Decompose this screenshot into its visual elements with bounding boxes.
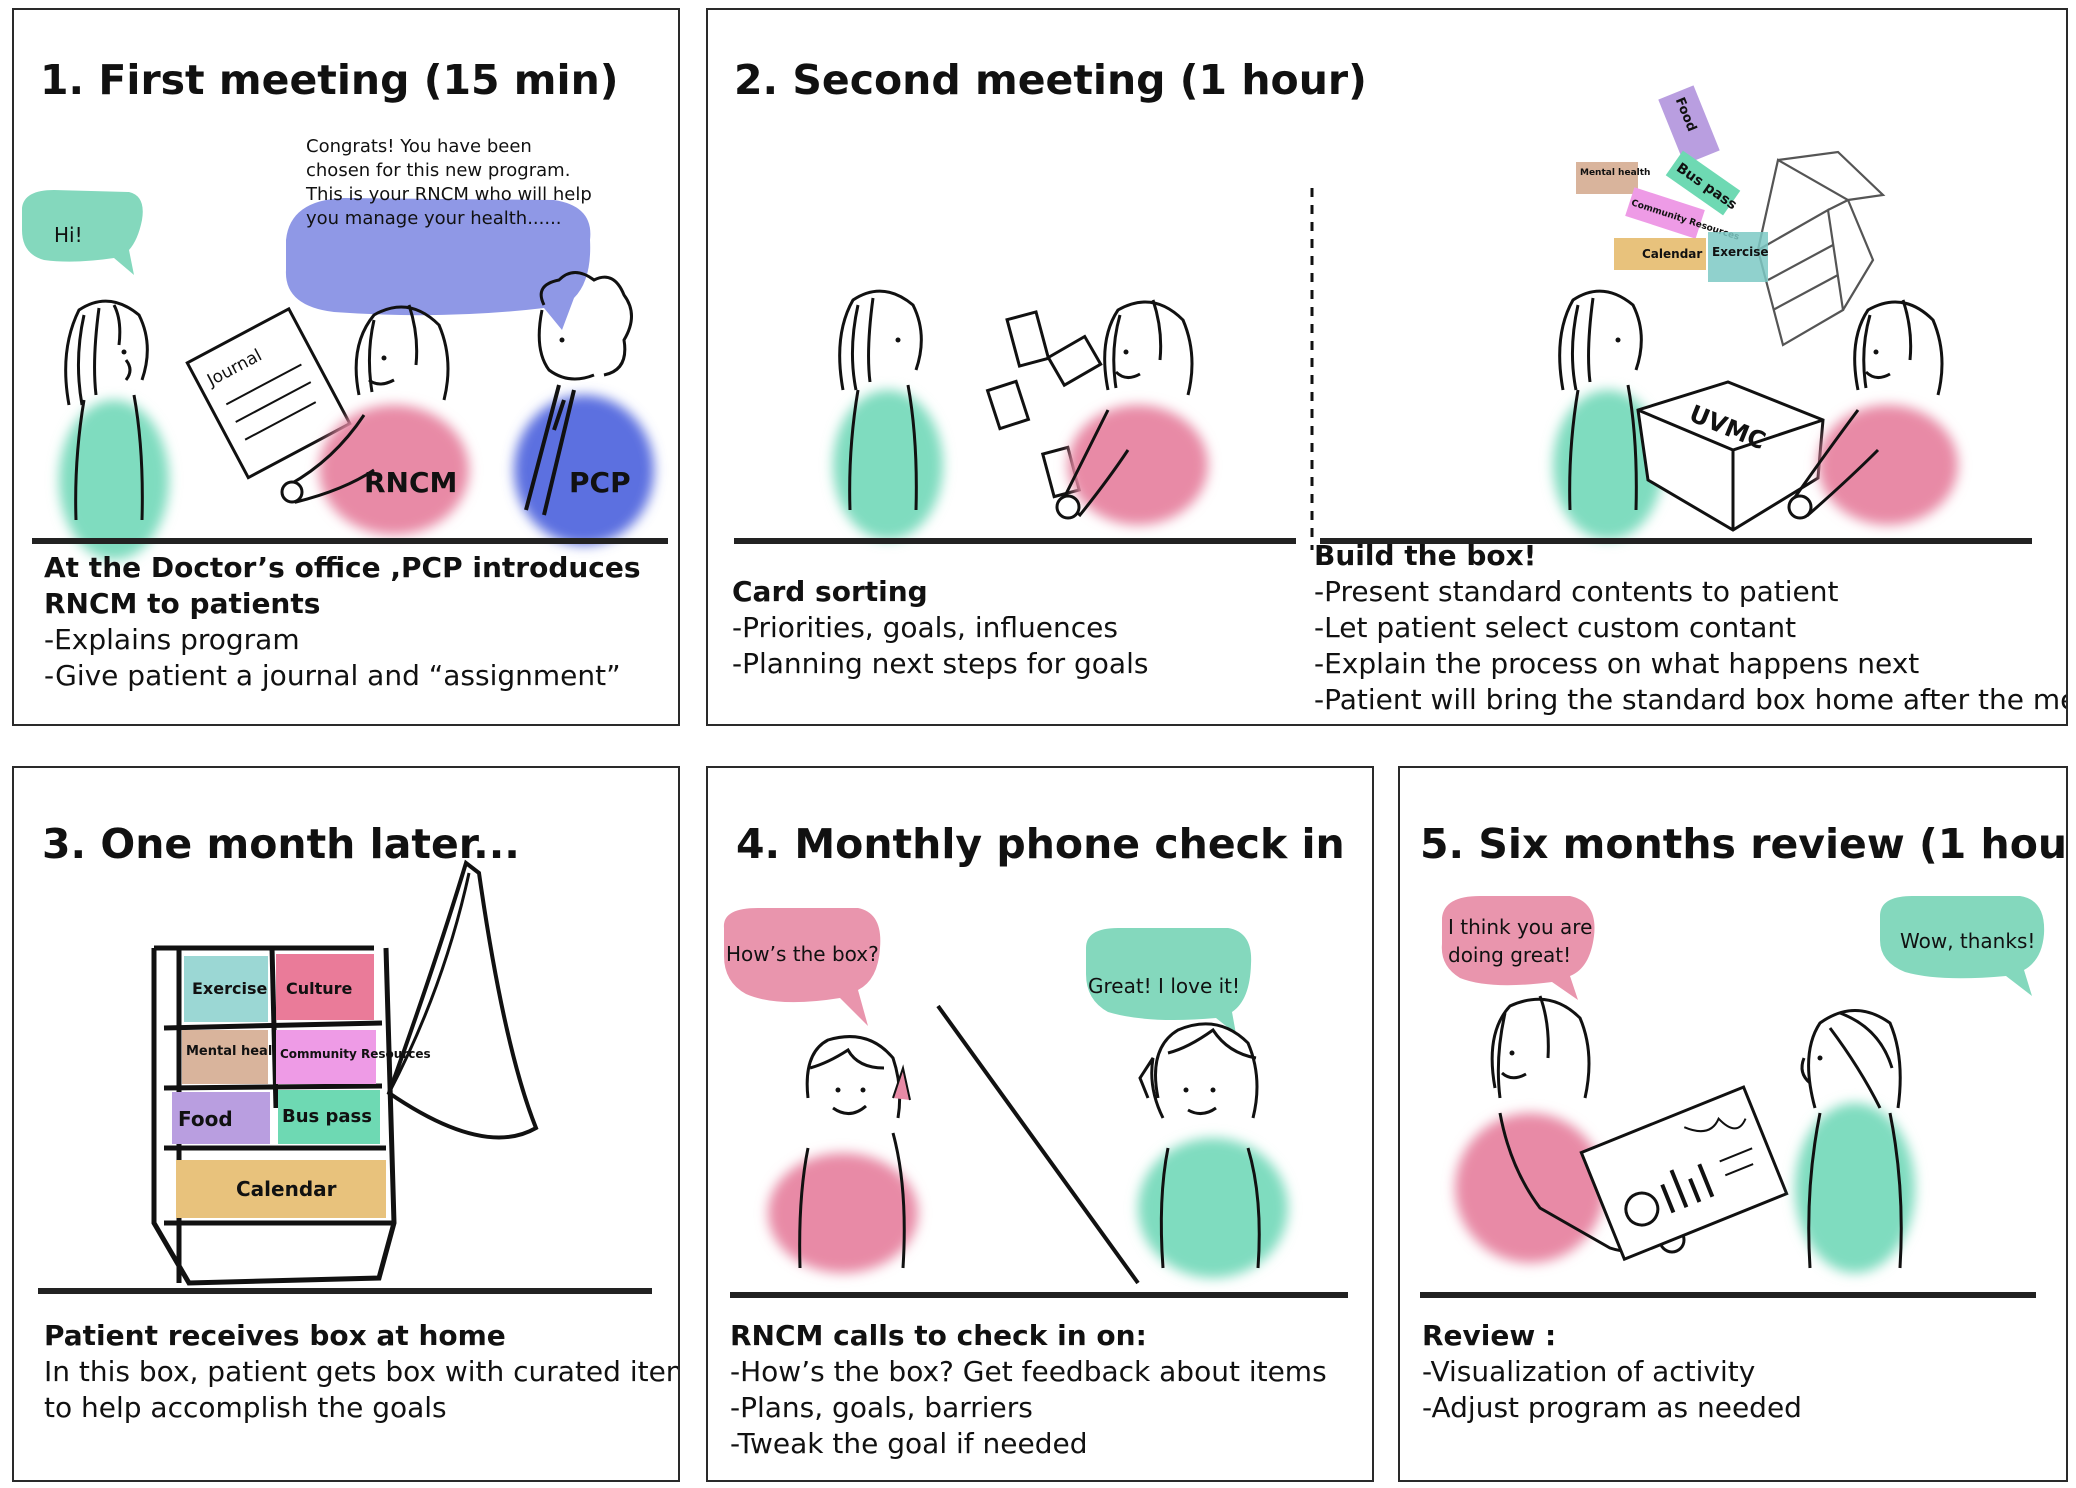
card-exercise: Exercise xyxy=(1712,245,1769,259)
caption: At the Doctor’s office ,PCP introduces R… xyxy=(44,550,641,694)
caption-line: In this box, patient gets box with curat… xyxy=(44,1355,680,1388)
journal-sheet: Journal xyxy=(185,306,352,480)
caption-heading-1: At the Doctor’s office ,PCP introduces xyxy=(44,551,641,584)
right-speech-bubble xyxy=(1086,928,1252,1034)
call-divider xyxy=(936,1004,1140,1285)
ground-line-left xyxy=(734,538,1296,544)
left-bubble-text: I think you are doing great! xyxy=(1448,915,1599,967)
second-meeting-illustration: UVMC Food Mental health Bus pass xyxy=(833,85,1958,550)
patient-figure xyxy=(59,299,169,560)
caption: Review : -Visualization of activity -Adj… xyxy=(1422,1318,1802,1426)
panel-one-month-later: 3. One month later... Exercise Culture M… xyxy=(12,766,680,1482)
caption-line: to help accomplish the goals xyxy=(44,1391,447,1424)
caption-heading: Card sorting xyxy=(732,575,928,608)
box-at-home-illustration: Exercise Culture Mental health Community… xyxy=(151,859,539,1286)
ground-line xyxy=(38,1288,652,1294)
caption-card-sorting: Card sorting -Priorities, goals, influen… xyxy=(732,574,1148,682)
patient-figure xyxy=(833,289,943,540)
card-mental-health: Mental health xyxy=(1580,168,1650,178)
panel-title: 4. Monthly phone check in xyxy=(736,820,1345,868)
hi-text: Hi! xyxy=(54,223,83,247)
panel-title: 2. Second meeting (1 hour) xyxy=(734,56,1367,104)
right-bubble-text: Wow, thanks! xyxy=(1900,929,2035,953)
right-bubble-text: Great! I love it! xyxy=(1088,974,1240,998)
box-lid xyxy=(386,859,539,1140)
left-speech-bubble xyxy=(1441,896,1595,1000)
patient-figure xyxy=(1795,1009,1915,1273)
ground-line xyxy=(730,1292,1348,1298)
rncm-figure xyxy=(768,1035,918,1273)
panel-title: 5. Six months review (1 hour) xyxy=(1420,820,2068,868)
item-bus-pass: Bus pass xyxy=(282,1106,372,1127)
caption-line: -Plans, goals, barriers xyxy=(730,1391,1033,1424)
left-bubble-text: How’s the box? xyxy=(726,942,879,966)
caption-line: -Let patient select custom contant xyxy=(1314,611,1797,644)
caption-line: -Planning next steps for goals xyxy=(732,647,1149,680)
review-illustration: I think you are doing great! Wow, thanks… xyxy=(1441,896,2045,1273)
patient-figure xyxy=(1138,1022,1288,1278)
congrats-text: Congrats! You have been chosen for this … xyxy=(305,136,598,229)
panel-monthly-phone-check: 4. Monthly phone check in How’s the box?… xyxy=(706,766,1374,1482)
item-mental-health: Mental health xyxy=(186,1044,288,1059)
rncm-label: RNCM xyxy=(364,466,457,499)
caption-build-box: Build the box! -Present standard content… xyxy=(1314,538,2068,718)
caption-line: -Present standard contents to patient xyxy=(1314,575,1839,608)
pcp-label: PCP xyxy=(569,466,631,499)
panel-six-months-review: 5. Six months review (1 hour) I think yo… xyxy=(1398,766,2068,1482)
item-food: Food xyxy=(178,1107,233,1131)
patient-figure xyxy=(1553,289,1663,540)
uvmc-box: UVMC xyxy=(1636,380,1825,532)
caption-line: -Priorities, goals, influences xyxy=(732,611,1118,644)
caption-heading: Patient receives box at home xyxy=(44,1319,506,1352)
left-speech-bubble xyxy=(723,908,881,1026)
caption-line: -Patient will bring the standard box hom… xyxy=(1314,683,2068,716)
open-content-box xyxy=(1756,150,1886,347)
item-culture: Culture xyxy=(286,979,353,998)
phone-check-illustration: How’s the box? Great! I love it! xyxy=(723,908,1288,1285)
item-community: Community Resources xyxy=(280,1047,431,1061)
caption-heading: Build the box! xyxy=(1314,539,1537,572)
ground-line xyxy=(1420,1292,2036,1298)
rncm-figure xyxy=(1787,299,1958,525)
item-calendar: Calendar xyxy=(236,1177,337,1201)
caption-line: -Explains program xyxy=(44,623,300,656)
caption: Patient receives box at home In this box… xyxy=(44,1318,680,1426)
congrats-speech-bubble xyxy=(285,198,591,330)
pcp-figure: PCP xyxy=(514,271,654,545)
caption-line: -How’s the box? Get feedback about items xyxy=(730,1355,1327,1388)
panel-title: 1. First meeting (15 min) xyxy=(40,56,619,104)
caption-line: -Visualization of activity xyxy=(1422,1355,1756,1388)
ground-line-right xyxy=(1320,538,2032,544)
hi-speech-bubble xyxy=(22,190,143,275)
item-exercise: Exercise xyxy=(192,979,267,998)
activity-report-sheet xyxy=(1579,1085,1789,1262)
first-meeting-illustration: Hi! Congrats! You have been chosen for t… xyxy=(22,136,654,560)
caption-line: -Explain the process on what happens nex… xyxy=(1314,647,1920,680)
panel-first-meeting: 1. First meeting (15 min) Hi! Congrats! … xyxy=(12,8,680,726)
panel-title: 3. One month later... xyxy=(42,820,520,868)
caption-heading-2: RNCM to patients xyxy=(44,587,321,620)
right-speech-bubble xyxy=(1880,896,2045,996)
caption-heading: RNCM calls to check in on: xyxy=(730,1319,1147,1352)
card-calendar: Calendar xyxy=(1642,247,1702,261)
caption-line: -Give patient a journal and “assignment” xyxy=(44,659,621,692)
panel-second-meeting: 2. Second meeting (1 hour) xyxy=(706,8,2068,726)
box-compartments: Exercise Culture Mental health Community… xyxy=(172,954,431,1218)
rncm-figure xyxy=(1055,299,1208,525)
ground-line xyxy=(32,538,668,544)
caption-heading: Review : xyxy=(1422,1319,1557,1352)
rncm-figure: RNCM xyxy=(280,304,469,535)
caption: RNCM calls to check in on: -How’s the bo… xyxy=(730,1318,1327,1462)
caption-line: -Adjust program as needed xyxy=(1422,1391,1802,1424)
floating-content-cards: Food Mental health Bus pass Community Re… xyxy=(1576,85,1769,282)
caption-line: -Tweak the goal if needed xyxy=(730,1427,1088,1460)
